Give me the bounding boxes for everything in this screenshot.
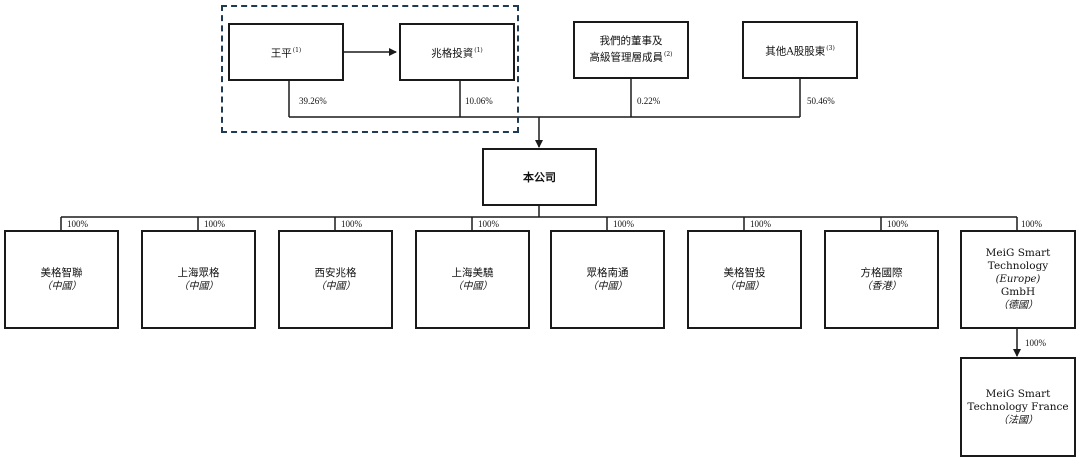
subsidiary-place: （中國） bbox=[452, 280, 493, 292]
subsidiary-meige-zhitou: 美格智投 （中國） bbox=[687, 230, 802, 329]
pct-directors: 0.22% bbox=[636, 96, 662, 106]
subsidiary-name-line1: MeiG Smart bbox=[985, 387, 1051, 400]
pct-sub-3: 100% bbox=[340, 219, 363, 229]
subsidiary-xian-zhaoge: 西安兆格 （中國） bbox=[278, 230, 393, 329]
subsidiary-shanghai-meixiao: 上海美驍 （中國） bbox=[415, 230, 530, 329]
subsidiary-place: （中國） bbox=[41, 280, 82, 292]
shareholder-wang-ping: 王平(1) bbox=[228, 23, 344, 81]
controlling-group-outline bbox=[221, 5, 519, 133]
subsidiary-place: （中國） bbox=[724, 280, 765, 292]
subsidiary-place: （中國） bbox=[178, 280, 219, 292]
shareholder-label-line2: 高級管理層成員(2) bbox=[589, 51, 673, 64]
subsidiary-fangge-international: 方格國際 （香港） bbox=[824, 230, 939, 329]
subsidiary-name: 方格國際 bbox=[860, 266, 903, 279]
subsidiary-meig-france: MeiG Smart Technology France （法國） bbox=[960, 357, 1076, 457]
pct-sub-8: 100% bbox=[1020, 219, 1043, 229]
subsidiary-name-tail: GmbH bbox=[1000, 286, 1036, 298]
pct-sub-4: 100% bbox=[477, 219, 500, 229]
subsidiary-name: 美格智聯 bbox=[40, 266, 83, 279]
pct-wang: 39.26% bbox=[298, 96, 328, 106]
subsidiary-name: 西安兆格 bbox=[314, 266, 357, 279]
subsidiary-place: （中國） bbox=[315, 280, 356, 292]
shareholder-label-line1: 我們的董事及 bbox=[599, 35, 663, 48]
subsidiary-place: （香港） bbox=[861, 280, 902, 292]
subsidiary-name-italic: (Europe) bbox=[995, 274, 1041, 285]
shareholder-zhaoge-investment: 兆格投資(1) bbox=[399, 23, 515, 81]
subsidiary-place: （中國） bbox=[587, 280, 628, 292]
pct-sub-6: 100% bbox=[749, 219, 772, 229]
subsidiary-place: （德國） bbox=[998, 300, 1038, 311]
shareholder-label: 兆格投資(1) bbox=[431, 46, 483, 60]
subsidiary-name-line2: Technology bbox=[987, 260, 1049, 272]
shareholder-label: 王平(1) bbox=[270, 46, 302, 60]
company-label: 本公司 bbox=[523, 170, 556, 184]
subsidiary-meig-europe: MeiG Smart Technology (Europe) GmbH （德國） bbox=[960, 230, 1076, 329]
subsidiary-name-line1: MeiG Smart bbox=[985, 247, 1051, 259]
pct-zhaoge: 10.06% bbox=[464, 96, 494, 106]
subsidiary-name: 美格智投 bbox=[723, 266, 766, 279]
subsidiary-name: 眾格南通 bbox=[586, 266, 629, 279]
subsidiary-place: （法國） bbox=[998, 414, 1038, 426]
company-box: 本公司 bbox=[482, 148, 597, 206]
subsidiary-name: 上海美驍 bbox=[451, 266, 494, 279]
pct-sub-1: 100% bbox=[66, 219, 89, 229]
pct-sub-7: 100% bbox=[886, 219, 909, 229]
pct-france: 100% bbox=[1024, 338, 1047, 348]
subsidiary-name-line2: Technology France bbox=[967, 400, 1069, 413]
shareholder-label: 其他A股股東(3) bbox=[765, 44, 835, 58]
pct-sub-2: 100% bbox=[203, 219, 226, 229]
shareholder-other-a-share: 其他A股股東(3) bbox=[742, 21, 858, 79]
subsidiary-shanghai-zhongge: 上海眾格 （中國） bbox=[141, 230, 256, 329]
pct-sub-5: 100% bbox=[612, 219, 635, 229]
pct-others: 50.46% bbox=[806, 96, 836, 106]
shareholder-directors: 我們的董事及 高級管理層成員(2) bbox=[573, 21, 689, 79]
subsidiary-meige-zhilian: 美格智聯 （中國） bbox=[4, 230, 119, 329]
subsidiary-name: 上海眾格 bbox=[177, 266, 220, 279]
subsidiary-zhongge-nantong: 眾格南通 （中國） bbox=[550, 230, 665, 329]
